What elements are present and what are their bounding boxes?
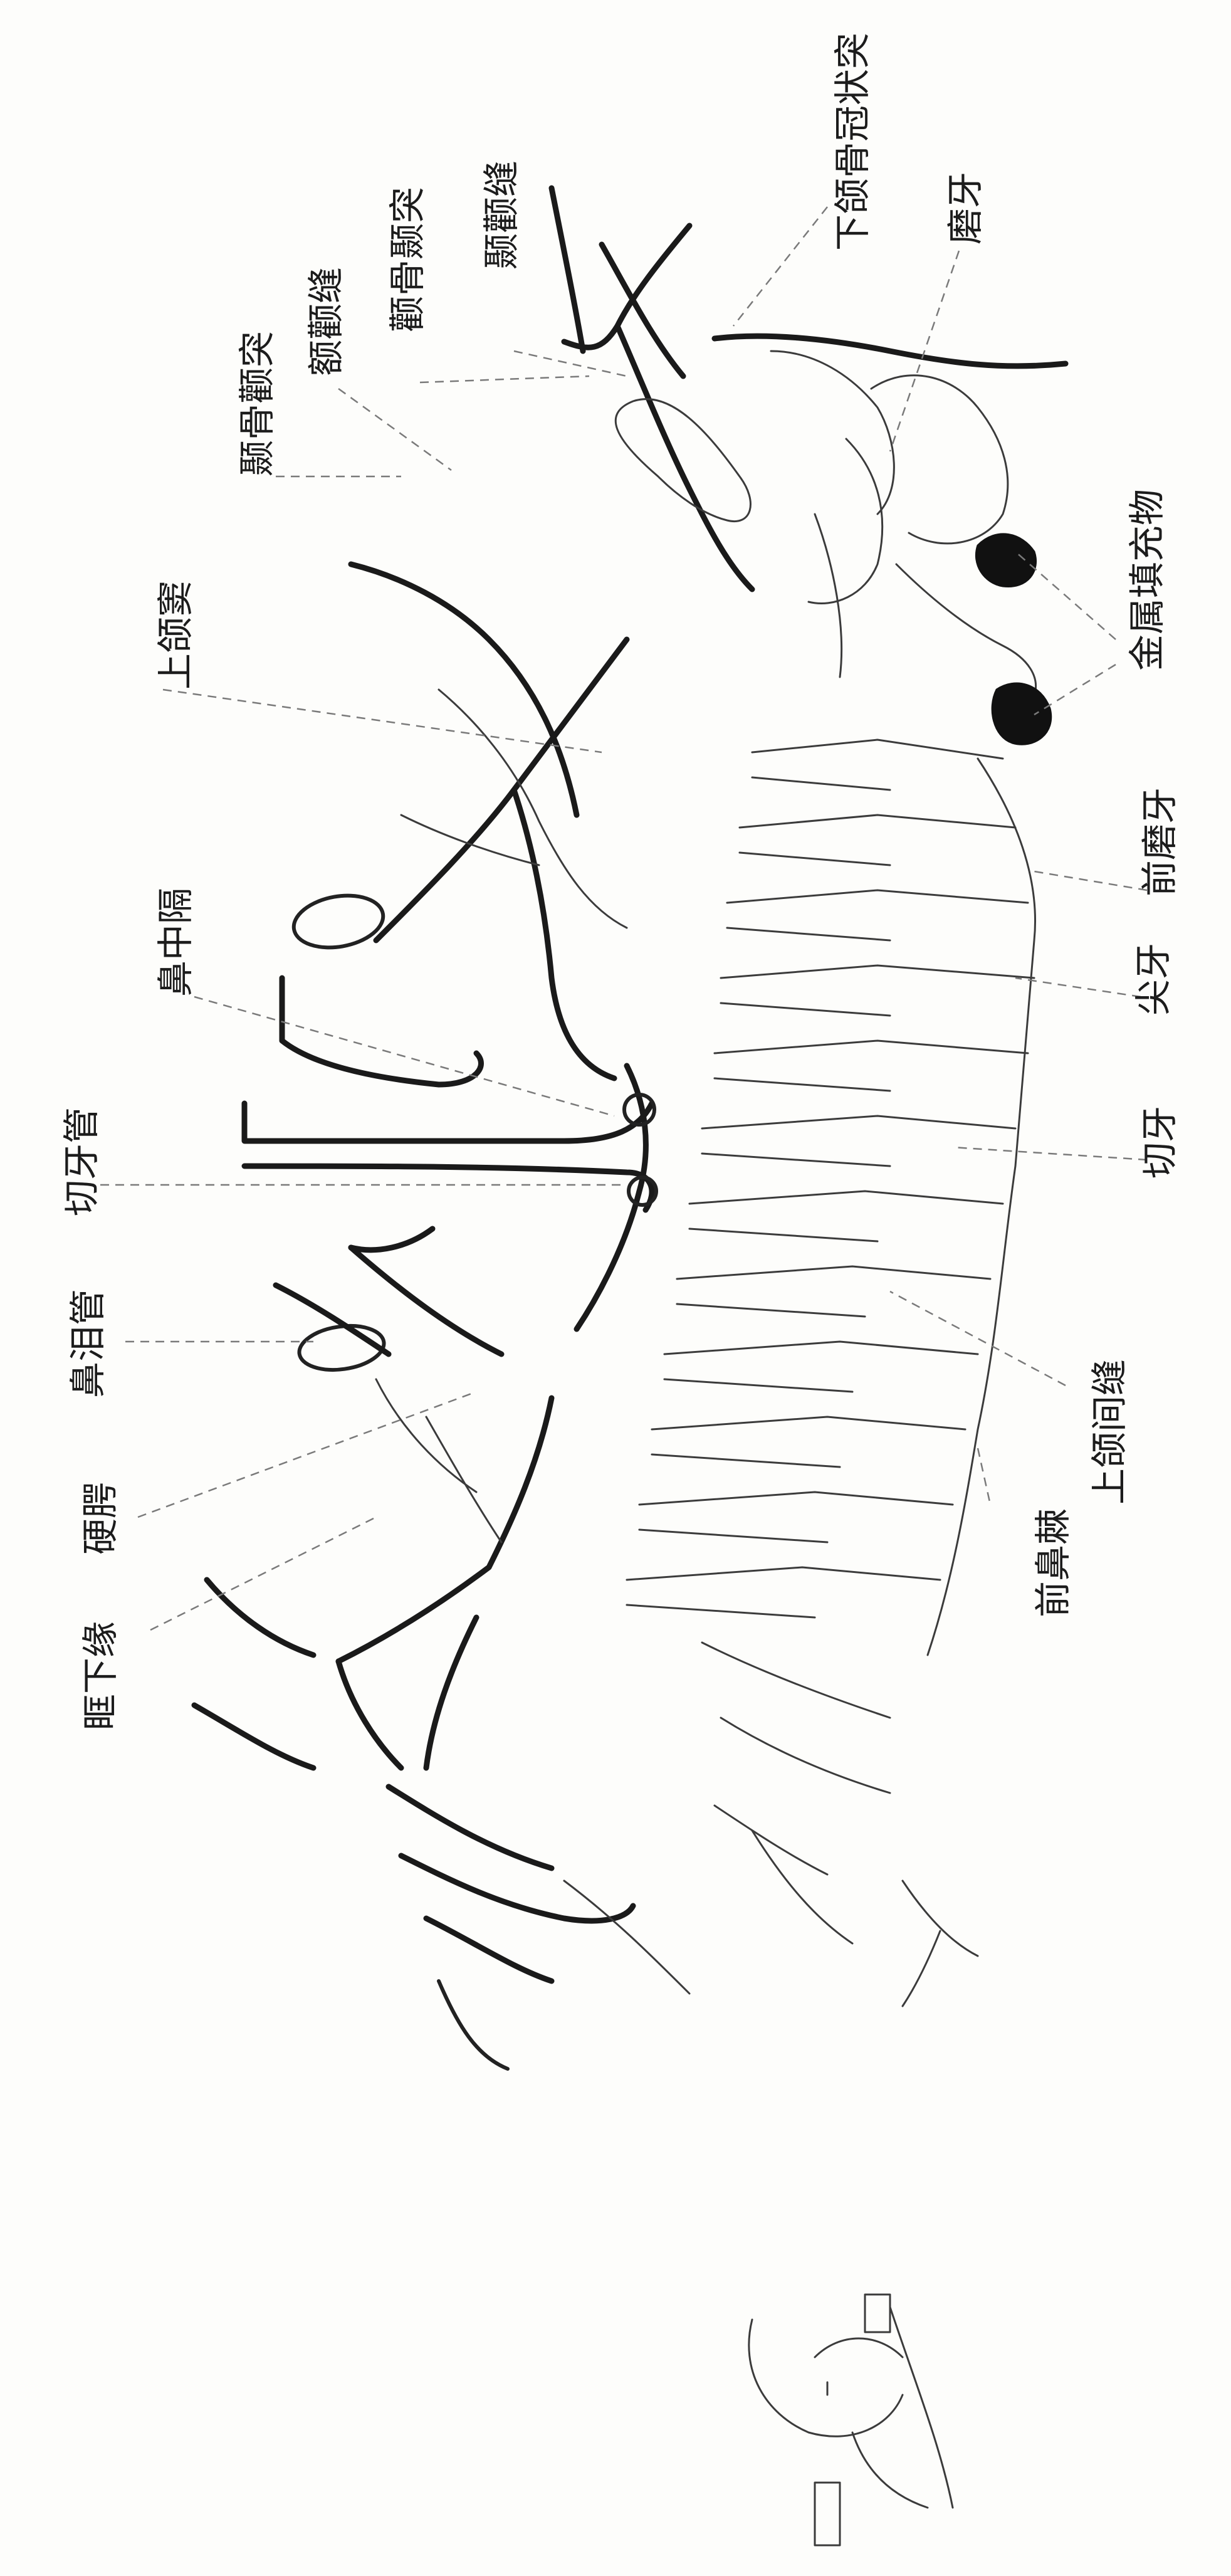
label-maxillary-sinus: 上颌窦 <box>154 581 197 690</box>
label-intermaxillary-suture: 上颌间缝 <box>1088 1359 1131 1505</box>
hard-palate-outline <box>338 1248 552 1661</box>
nasal-cavity-outline <box>244 978 652 1329</box>
label-infraorbital-margin: 眶下缘 <box>79 1621 122 1730</box>
label-nasal-septum: 鼻中隔 <box>154 888 197 997</box>
label-zygomatic-temporal-process: 颧骨颞突 <box>386 187 429 332</box>
maxillary-sinus-outline <box>351 564 627 1078</box>
label-frontozygomatic-suture: 额颧缝 <box>305 267 347 376</box>
label-premolar: 前磨牙 <box>1138 787 1181 896</box>
label-nasolacrimal-canal: 鼻泪管 <box>66 1289 109 1398</box>
label-temporozygomatic-suture: 颞颧缝 <box>480 160 523 270</box>
label-incisive-canal: 切牙管 <box>60 1107 103 1216</box>
patient-positioning-sketch <box>749 2295 953 2545</box>
label-incisor: 切牙 <box>1138 1106 1181 1179</box>
lower-bone-outline <box>389 1787 978 2069</box>
metal-fillings <box>976 534 1050 744</box>
label-molar: 磨牙 <box>944 172 987 244</box>
label-canine: 尖牙 <box>1132 943 1175 1016</box>
teeth-outlines <box>627 740 1035 1874</box>
label-hard-palate: 硬腭 <box>79 1482 122 1555</box>
label-anterior-nasal-spine: 前鼻棘 <box>1032 1508 1074 1617</box>
label-temporal-zygomatic-process: 颞骨颧突 <box>236 331 278 476</box>
label-mandible-coronoid: 下颌骨冠状突 <box>831 33 874 251</box>
coronoid-process-outline <box>616 351 894 522</box>
labels: 下颌骨冠状突 磨牙 颞颧缝 颧骨颞突 额颧缝 颞骨颧突 金属填充物 上颌窦 前磨… <box>60 33 1181 1730</box>
label-metal-filling: 金属填充物 <box>1126 489 1168 671</box>
orbit-circle <box>290 889 387 954</box>
